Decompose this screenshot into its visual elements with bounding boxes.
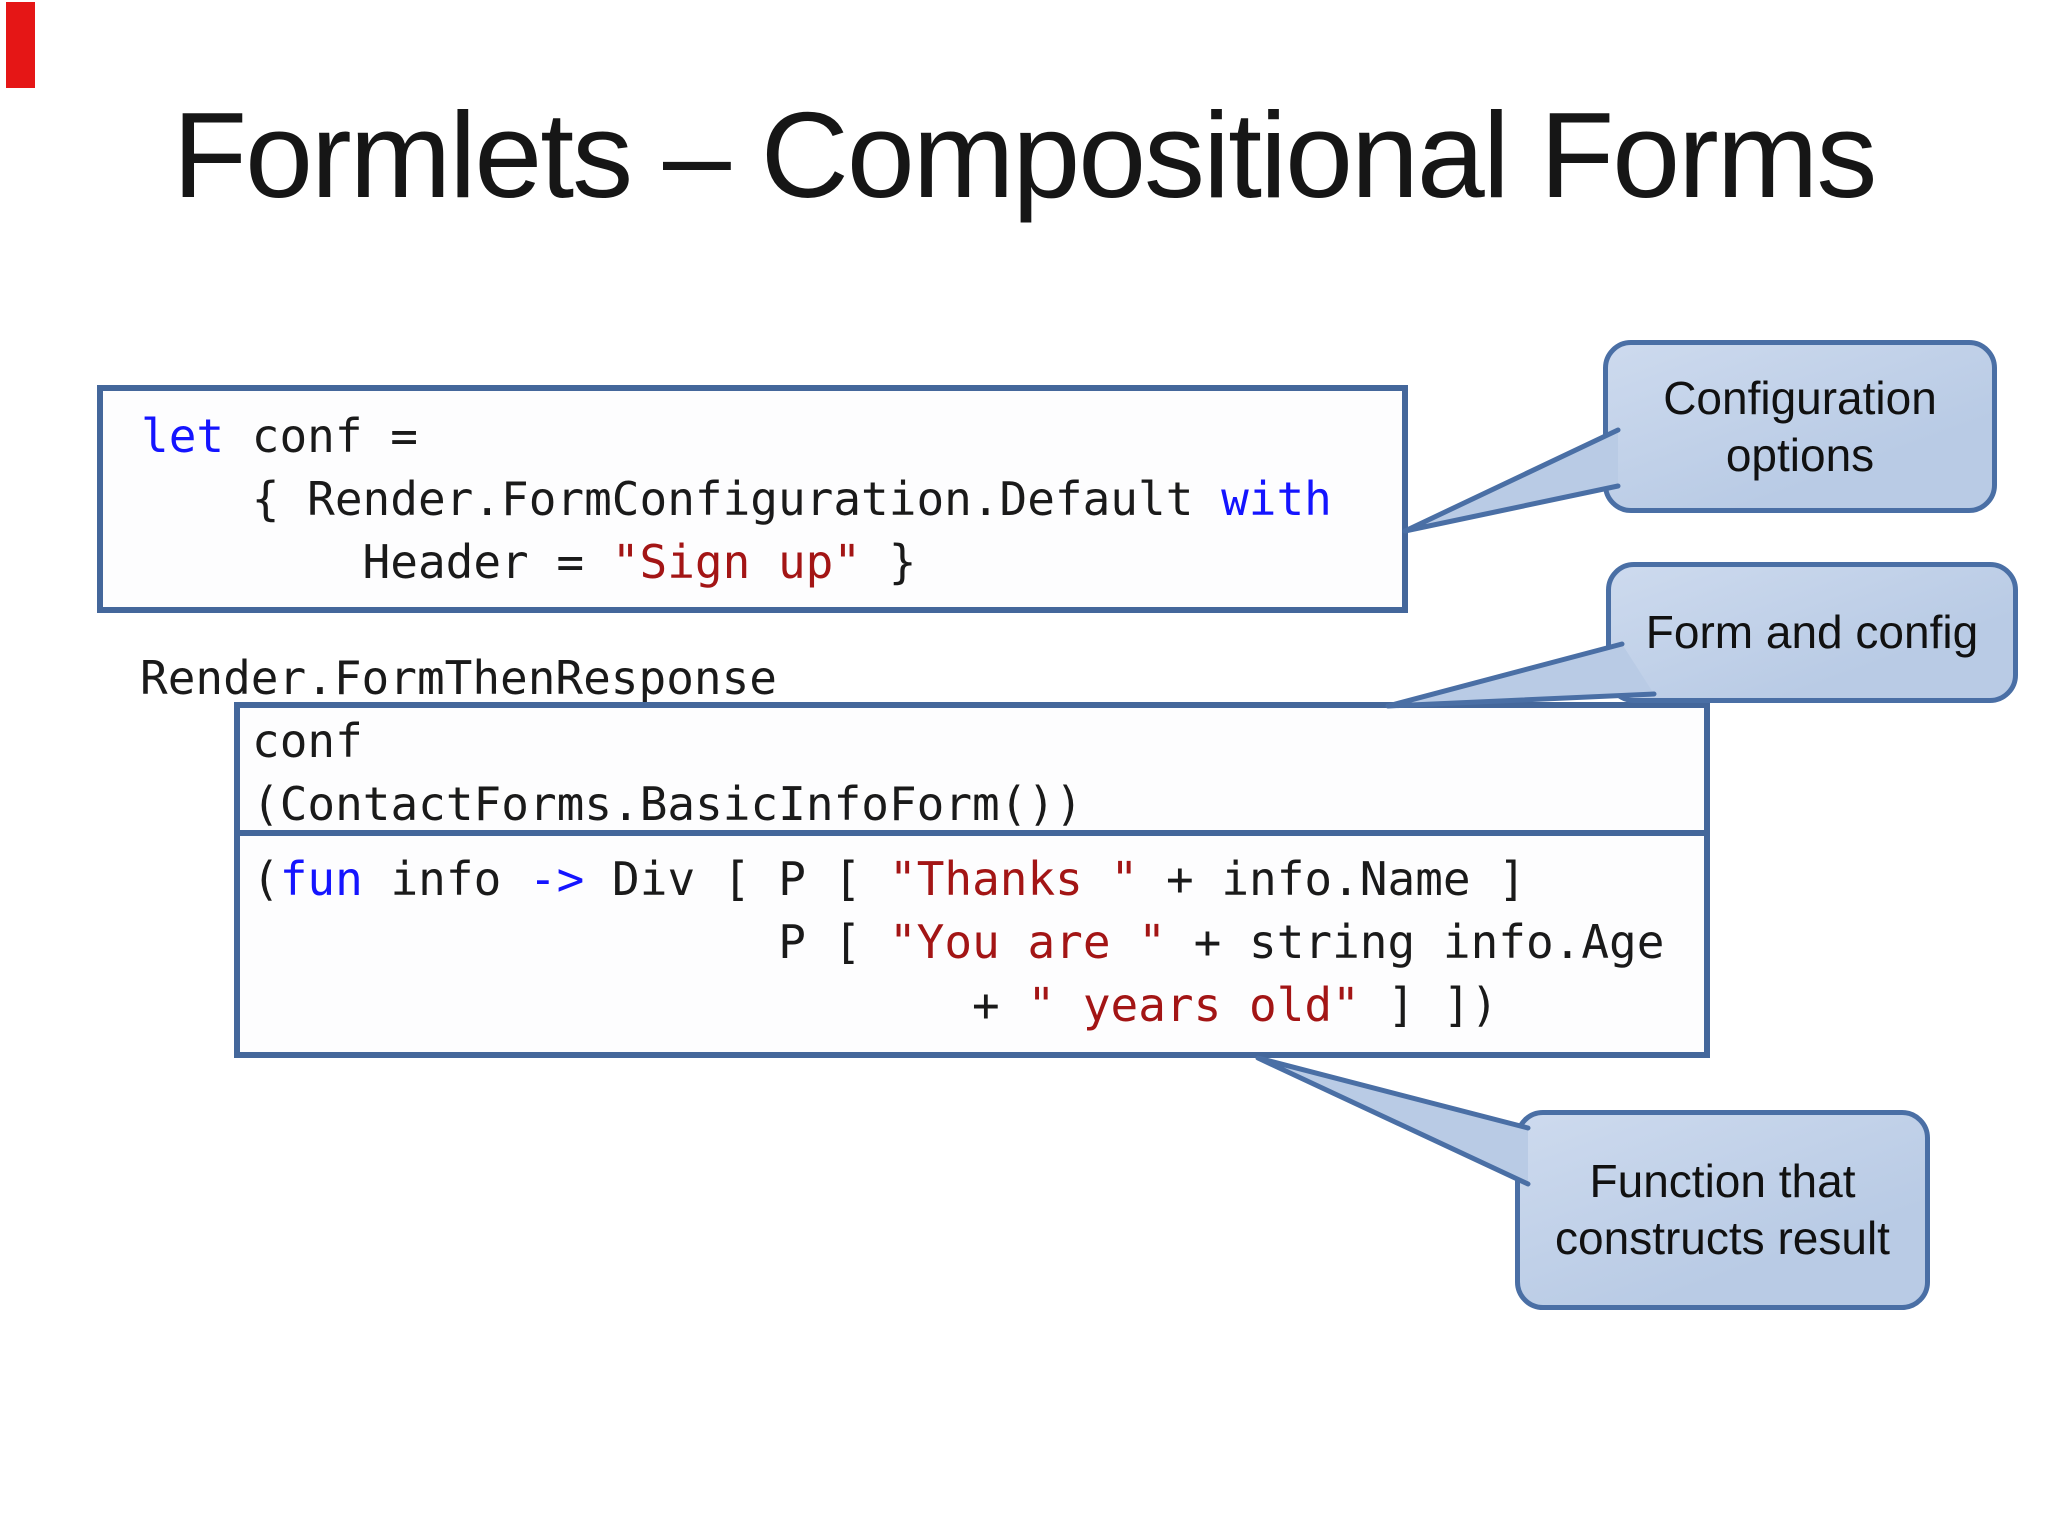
code-line: P [ "You are " + string info.Age [252, 915, 1665, 969]
code-label-form-then-response: Render.FormThenResponse [140, 651, 777, 705]
code-line: (ContactForms.BasicInfoForm()) [252, 777, 1083, 831]
slide-title: Formlets – Compositional Forms [172, 87, 1878, 223]
callout-text: Form and config [1645, 606, 1979, 658]
code-line: let conf = [141, 409, 418, 463]
callout-tail-configuration [1402, 427, 1621, 534]
code-line: conf [252, 714, 363, 768]
code-line: { Render.FormConfiguration.Default with [141, 472, 1332, 526]
callout-text: Function that constructs result [1555, 1155, 1890, 1264]
code-box-form-and-config: conf (ContactForms.BasicInfoForm()) [240, 708, 1704, 836]
code-line: (fun info -> Div [ P [ "Thanks " + info.… [252, 852, 1526, 906]
code-box-result-function: (fun info -> Div [ P [ "Thanks " + info.… [240, 836, 1704, 1037]
callout-text: Configuration options [1663, 371, 1937, 481]
code-box-configuration: let conf = { Render.FormConfiguration.De… [97, 385, 1408, 613]
code-line: + " years old" ] ]) [252, 978, 1499, 1032]
callout-configuration-options: Configuration options [1603, 340, 1997, 513]
callout-function-result: Function that constructs result [1515, 1110, 1930, 1310]
callout-tail-function-result [1255, 1055, 1531, 1187]
code-box-stack: conf (ContactForms.BasicInfoForm()) (fun… [234, 702, 1710, 1058]
code-line: Header = "Sign up" } [141, 535, 917, 589]
callout-form-and-config: Form and config [1606, 562, 2018, 703]
red-marker-bar [6, 2, 35, 88]
